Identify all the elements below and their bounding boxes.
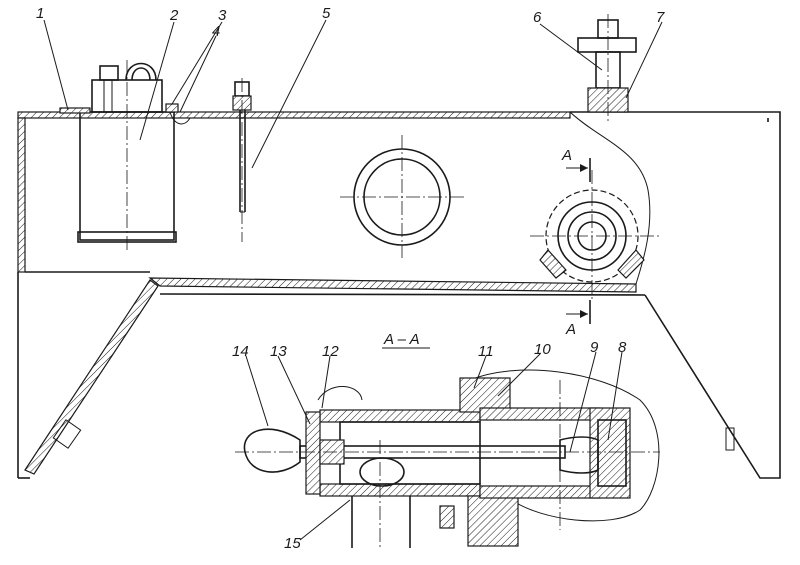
sight-glass	[340, 135, 465, 258]
section-arrow-bottom-label: A	[565, 321, 576, 338]
label-7: 7	[656, 9, 665, 26]
breather-cap	[577, 14, 637, 122]
dipstick	[232, 78, 252, 242]
label-10: 10	[534, 341, 551, 358]
leader-lines	[43, 19, 663, 541]
section-marker	[566, 158, 591, 324]
valve-breakout	[530, 111, 660, 300]
label-9: 9	[590, 339, 599, 356]
label-12: 12	[322, 343, 339, 360]
tank-body	[17, 111, 781, 479]
filter-assembly	[59, 60, 191, 250]
section-aa-assembly	[235, 369, 660, 550]
section-arrow-top-label: A	[561, 147, 572, 164]
label-2: 2	[169, 7, 179, 24]
label-11: 11	[478, 343, 494, 360]
label-13: 13	[270, 343, 287, 360]
label-14: 14	[232, 343, 249, 360]
label-8: 8	[618, 339, 627, 356]
label-3: 3	[218, 7, 227, 24]
label-5: 5	[322, 5, 331, 22]
section-title: A – A	[383, 331, 420, 348]
label-1: 1	[36, 5, 44, 22]
label-15: 15	[284, 535, 301, 552]
label-6: 6	[533, 9, 542, 26]
label-4: 4	[212, 23, 220, 40]
